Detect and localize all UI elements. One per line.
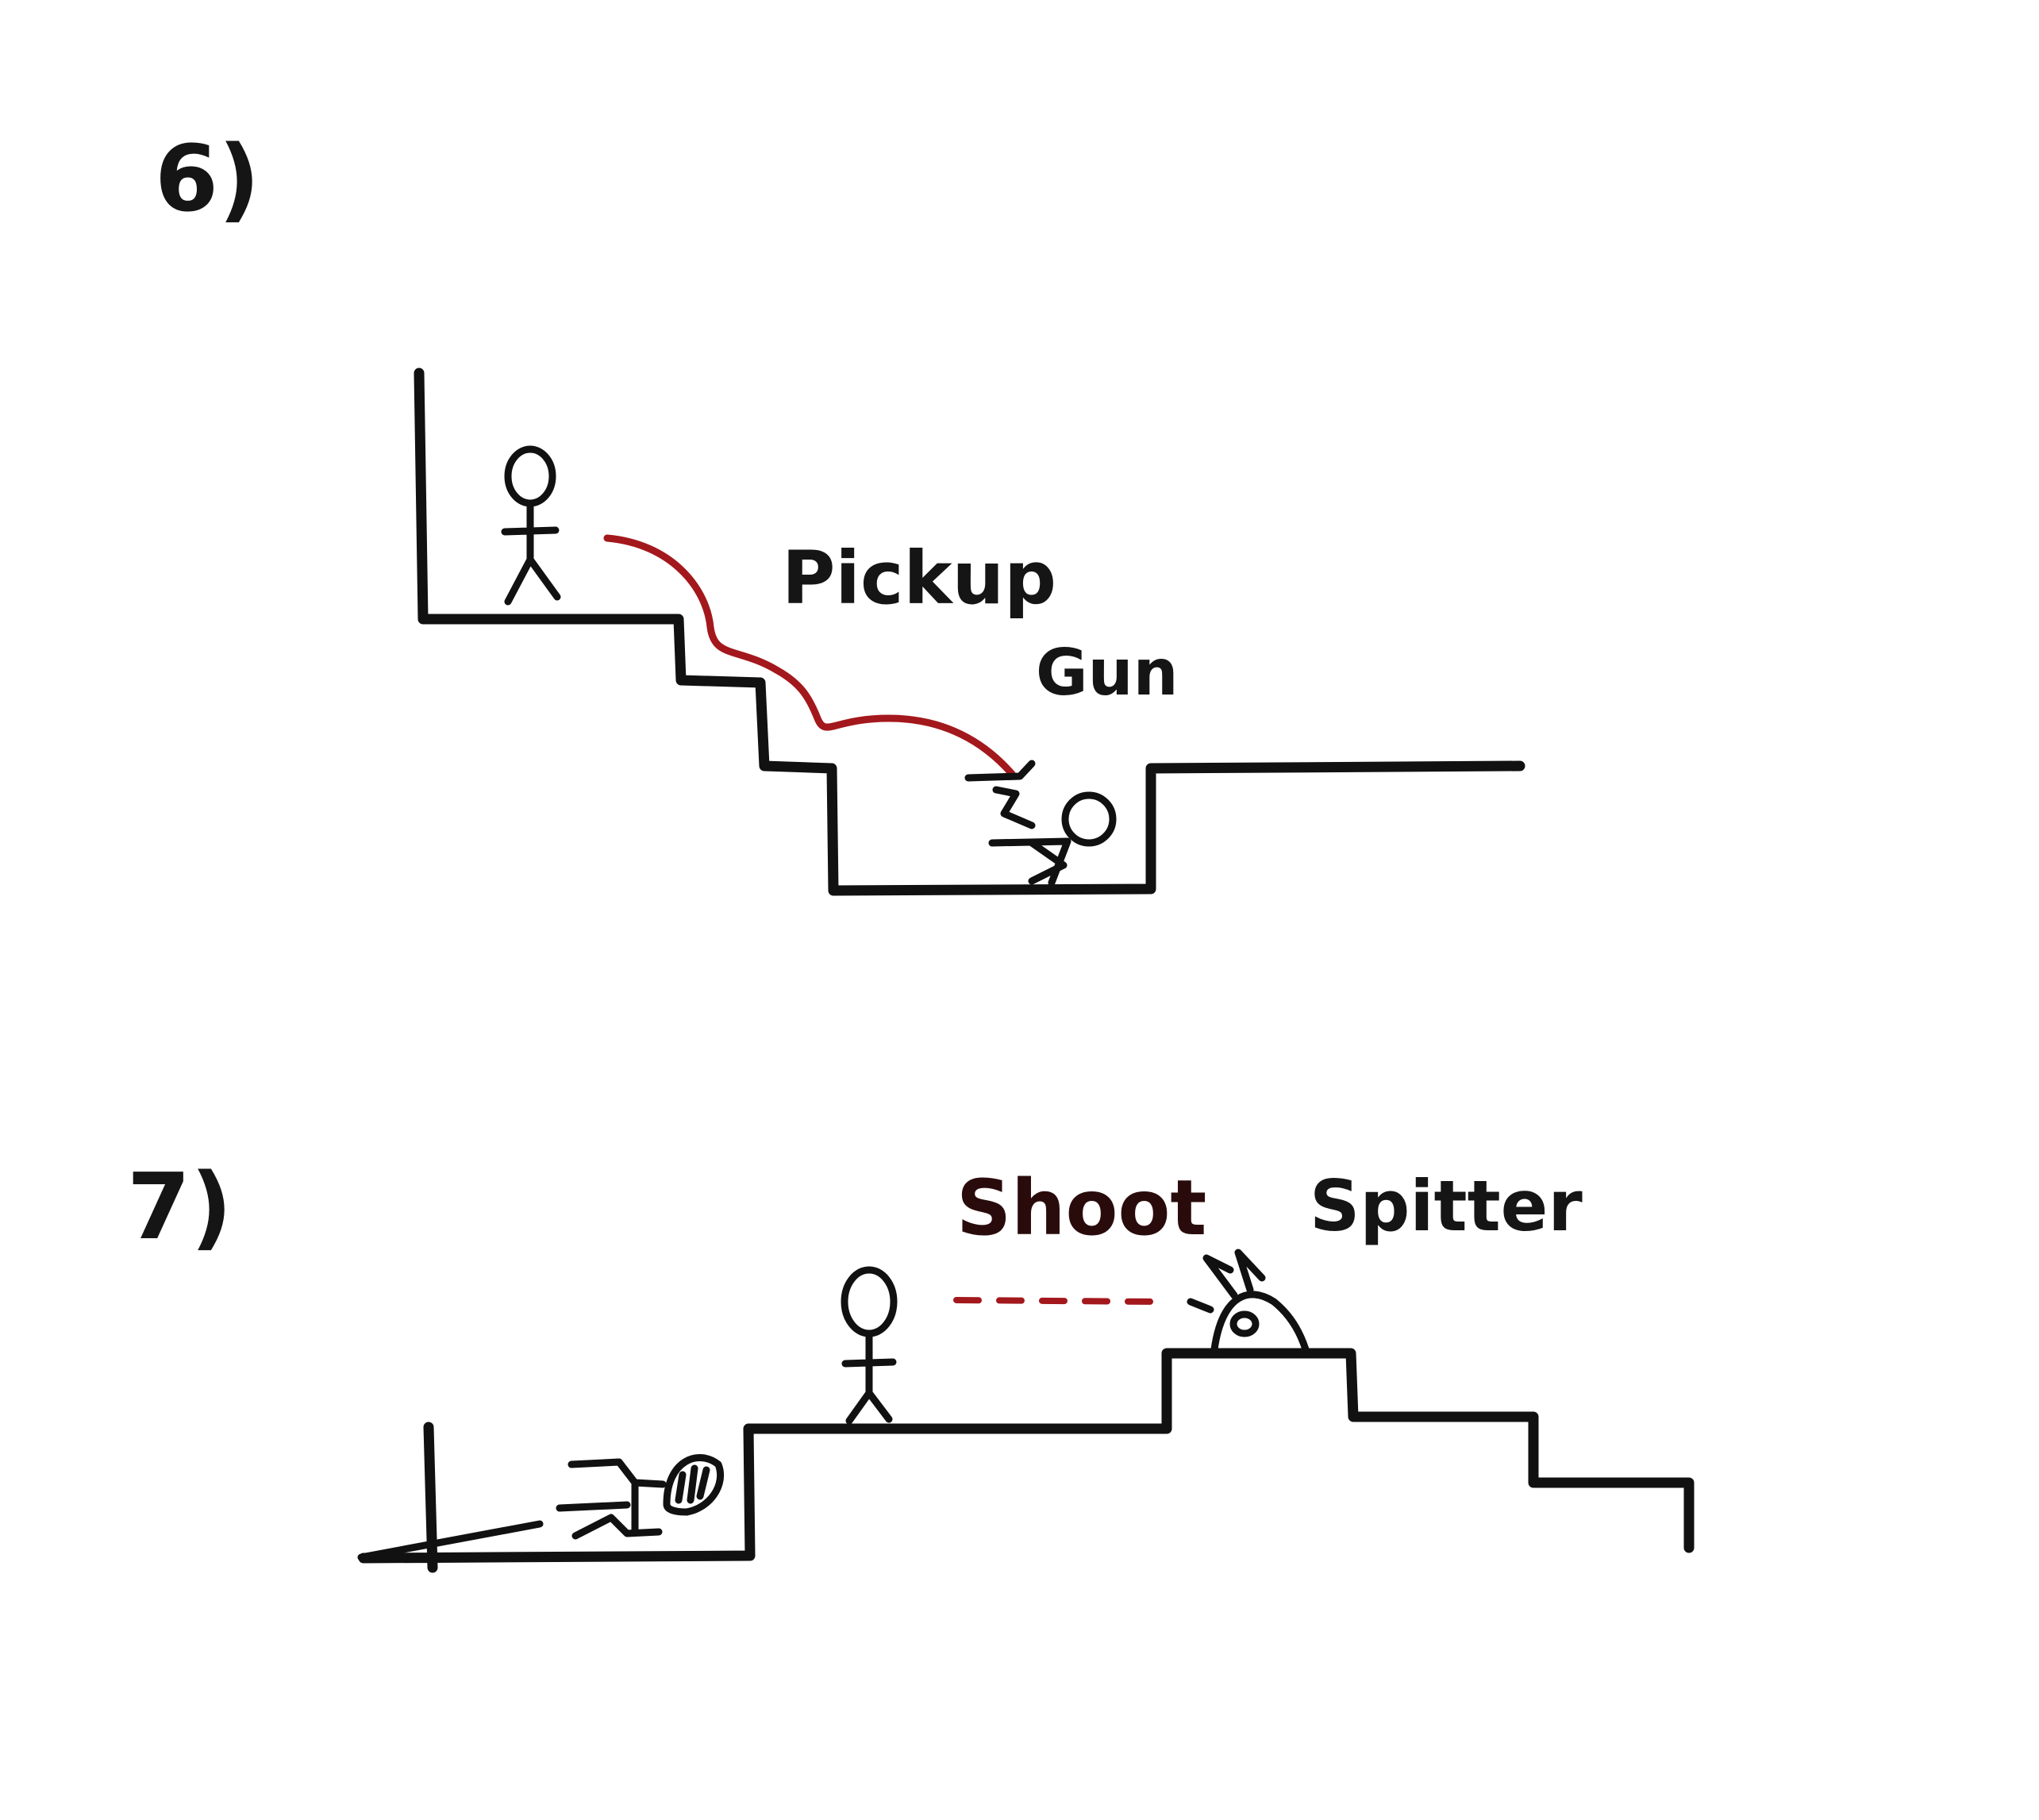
shot-trajectory <box>953 1297 1162 1305</box>
defeated-creature <box>556 1454 725 1540</box>
panel-6-number: 6) <box>155 126 260 233</box>
panel-7: 7) Shoot Spitter <box>127 1154 1695 1573</box>
panel-7-terrain <box>358 1348 1695 1573</box>
spitter-enemy <box>1187 1249 1310 1353</box>
ground-scratch-line <box>357 1520 544 1561</box>
player-figure <box>841 1266 898 1425</box>
panel-6: 6) Pickup Gun <box>155 126 1525 896</box>
panel-6-terrain <box>414 367 1525 896</box>
player-figure <box>501 445 561 606</box>
pickup-gun-label-line1: Pickup <box>782 536 1056 621</box>
gun-pickup-icon <box>964 760 1036 829</box>
spitter-label: Spitter <box>1310 1165 1583 1247</box>
pickup-gun-label-line2: Gun <box>1036 636 1179 710</box>
panel-7-number: 7) <box>127 1154 233 1260</box>
jump-trajectory-arrow <box>603 534 1016 778</box>
shoot-label: Shoot <box>956 1164 1206 1252</box>
crouching-figure <box>988 791 1117 887</box>
